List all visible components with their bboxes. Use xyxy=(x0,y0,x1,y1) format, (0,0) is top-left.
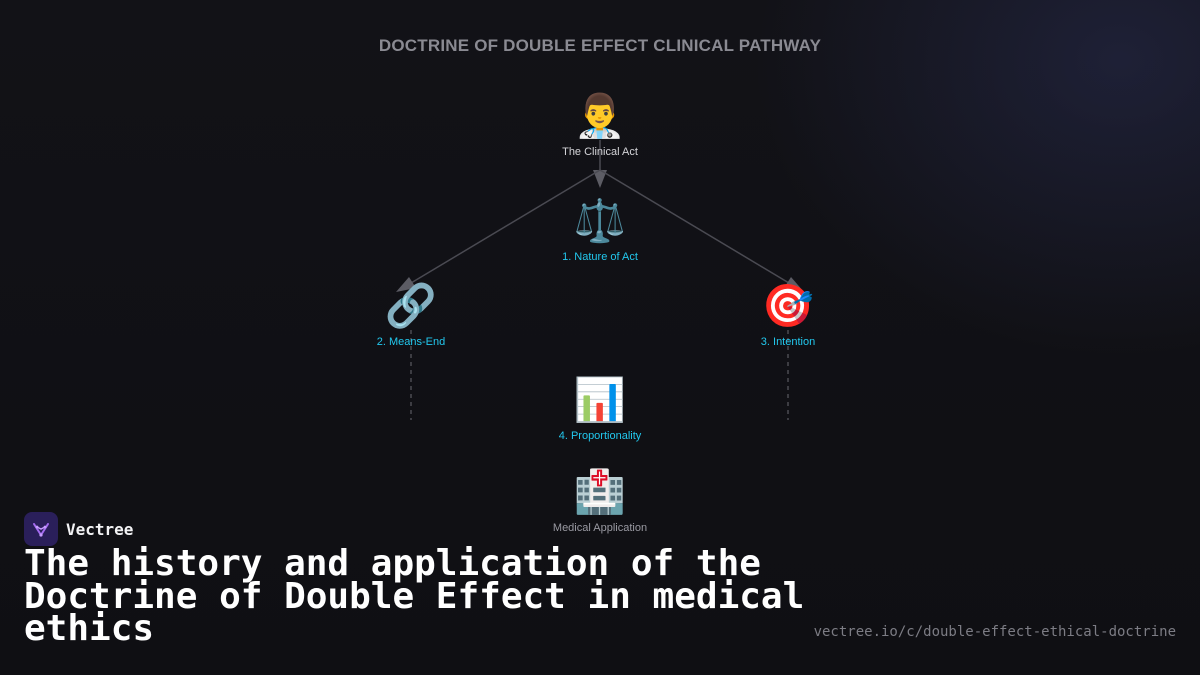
brand[interactable]: Vectree xyxy=(24,512,133,546)
target-icon: 🎯 xyxy=(761,281,815,330)
node-label-medical-application: Medical Application xyxy=(552,522,648,534)
node-nature-of-act: ⚖️ 1. Nature of Act xyxy=(500,196,700,264)
arrowhead-intention xyxy=(784,277,804,292)
node-proportionality: 📊 4. Proportionality xyxy=(500,375,700,443)
link-icon: 🔗 xyxy=(384,281,438,330)
diagram-title: DOCTRINE OF DOUBLE EFFECT CLINICAL PATHW… xyxy=(378,36,822,55)
balance-scale-icon: ⚖️ xyxy=(573,196,627,245)
headline: The history and application of the Doctr… xyxy=(24,543,805,649)
node-label-means-end: 2. Means-End xyxy=(376,336,446,348)
node-label-proportionality: 4. Proportionality xyxy=(558,430,642,442)
doctor-icon: 👨‍⚕️ xyxy=(573,91,627,140)
page-url[interactable]: vectree.io/c/double-effect-ethical-doctr… xyxy=(813,624,1176,640)
vectree-logo-icon xyxy=(24,512,58,546)
arrowhead-nature xyxy=(593,170,607,188)
node-medical-application: 🏥 Medical Application xyxy=(500,467,700,535)
bar-chart-icon: 📊 xyxy=(573,375,627,424)
node-means-end: 🔗 2. Means-End xyxy=(311,281,511,349)
arrowhead-means xyxy=(396,277,416,292)
node-label-nature-of-act: 1. Nature of Act xyxy=(562,251,638,263)
brand-name: Vectree xyxy=(66,519,134,539)
node-label-clinical-act: The Clinical Act xyxy=(562,146,638,158)
node-clinical-act: 👨‍⚕️ The Clinical Act xyxy=(500,91,700,159)
edge-root-means xyxy=(405,169,601,287)
edge-root-intention xyxy=(599,169,795,287)
node-intention: 🎯 3. Intention xyxy=(688,281,888,349)
node-label-intention: 3. Intention xyxy=(760,336,816,348)
hospital-icon: 🏥 xyxy=(573,467,627,516)
